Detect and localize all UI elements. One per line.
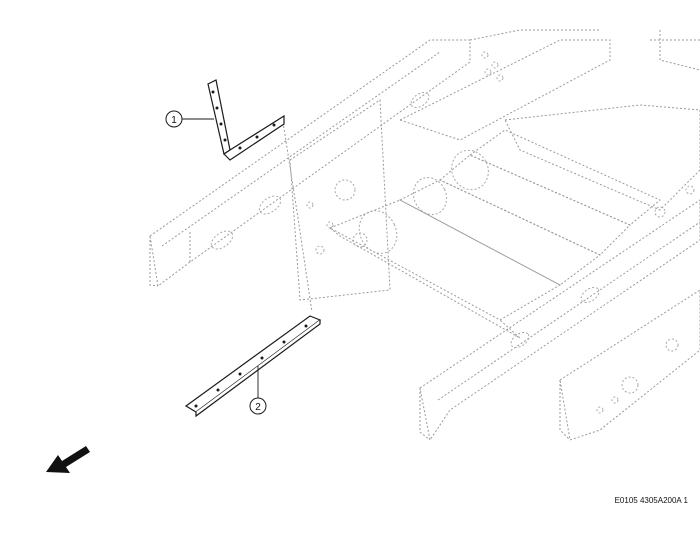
reference-code: E0105 4305A200A 1 [615,496,689,505]
ghost-upper-right-frame [504,30,700,218]
callout-1-label: 1 [171,115,177,126]
callout-1: 1 [165,110,214,128]
ghost-frame-assembly [149,29,700,442]
callout-2-label: 2 [255,402,261,413]
ghost-lower-right-bracket [559,289,700,441]
ghost-rollers [328,129,661,339]
ghost-top-crossmember [398,29,611,141]
ghost-left-rail [149,39,471,287]
ghost-right-rail [419,199,700,442]
callout-2: 2 [249,366,267,415]
direction-arrow-icon [46,446,90,473]
part-1-angle-bracket [207,79,285,161]
